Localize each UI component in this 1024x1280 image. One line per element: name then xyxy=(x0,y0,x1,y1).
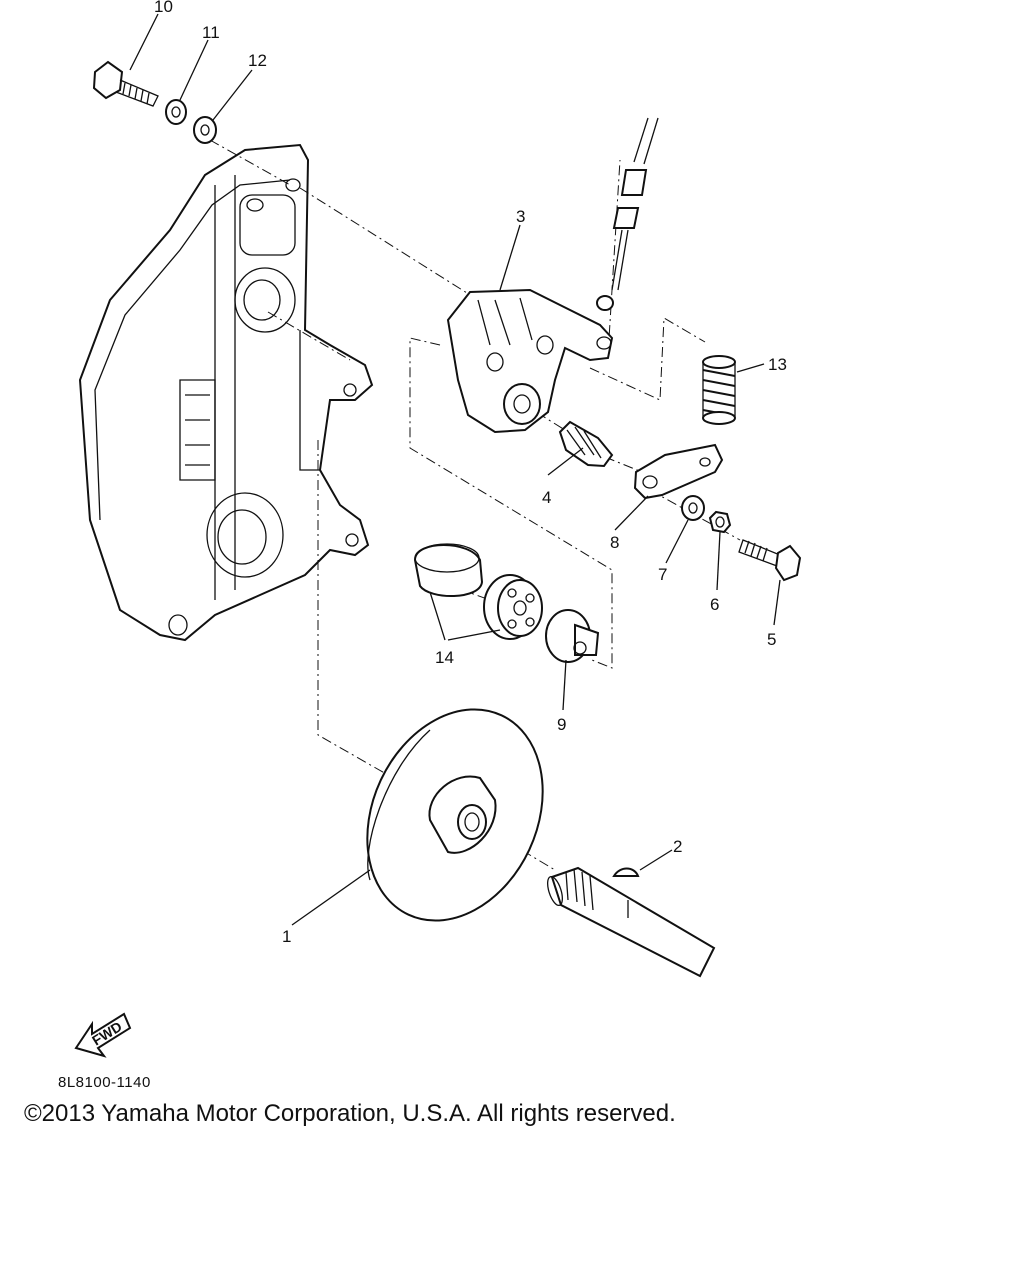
slider-9 xyxy=(545,609,600,663)
shaft xyxy=(546,866,716,978)
housing-casting xyxy=(78,143,374,642)
woodruff-key-2 xyxy=(612,867,640,877)
part-labels: 10 11 12 3 13 4 8 7 6 5 14 9 2 1 xyxy=(154,0,787,946)
part-label-6: 6 xyxy=(710,595,719,614)
part-label-11: 11 xyxy=(202,23,220,42)
bracket-3 xyxy=(446,288,614,434)
part-label-10: 10 xyxy=(154,0,173,16)
fwd-arrow-icon: FWD xyxy=(74,1012,132,1058)
sheave-1 xyxy=(366,708,544,922)
part-label-9: 9 xyxy=(557,715,566,734)
exploded-parts-diagram: 10 11 12 3 13 4 8 7 6 5 14 9 2 1 FWD xyxy=(74,0,802,1058)
bolt-10 xyxy=(92,60,159,107)
bolt-5 xyxy=(738,539,802,582)
part-label-12: 12 xyxy=(248,51,267,70)
part-label-8: 8 xyxy=(610,533,619,552)
copyright-notice: ©2013 Yamaha Motor Corporation, U.S.A. A… xyxy=(24,1100,676,1127)
part-label-13: 13 xyxy=(768,355,787,374)
part-label-3: 3 xyxy=(516,207,525,226)
part-label-4: 4 xyxy=(542,488,551,507)
lever-8 xyxy=(633,443,724,500)
part-label-7: 7 xyxy=(658,565,667,584)
adjuster-4 xyxy=(558,420,614,468)
diagram-code: 8L8100-1140 xyxy=(58,1074,151,1091)
lock-washer-11 xyxy=(165,99,187,125)
leader-lines xyxy=(129,13,781,926)
washer-12 xyxy=(193,116,217,144)
spring-13 xyxy=(702,355,736,425)
part-label-2: 2 xyxy=(673,837,682,856)
alignment-lines xyxy=(209,139,741,871)
roller-14 xyxy=(483,574,543,640)
part-label-5: 5 xyxy=(767,630,776,649)
part-label-14: 14 xyxy=(435,648,454,667)
washer-7 xyxy=(681,495,705,521)
throttle-cable xyxy=(596,117,659,311)
nut-6 xyxy=(708,510,732,534)
cap-14 xyxy=(413,543,484,597)
part-label-1: 1 xyxy=(282,927,291,946)
